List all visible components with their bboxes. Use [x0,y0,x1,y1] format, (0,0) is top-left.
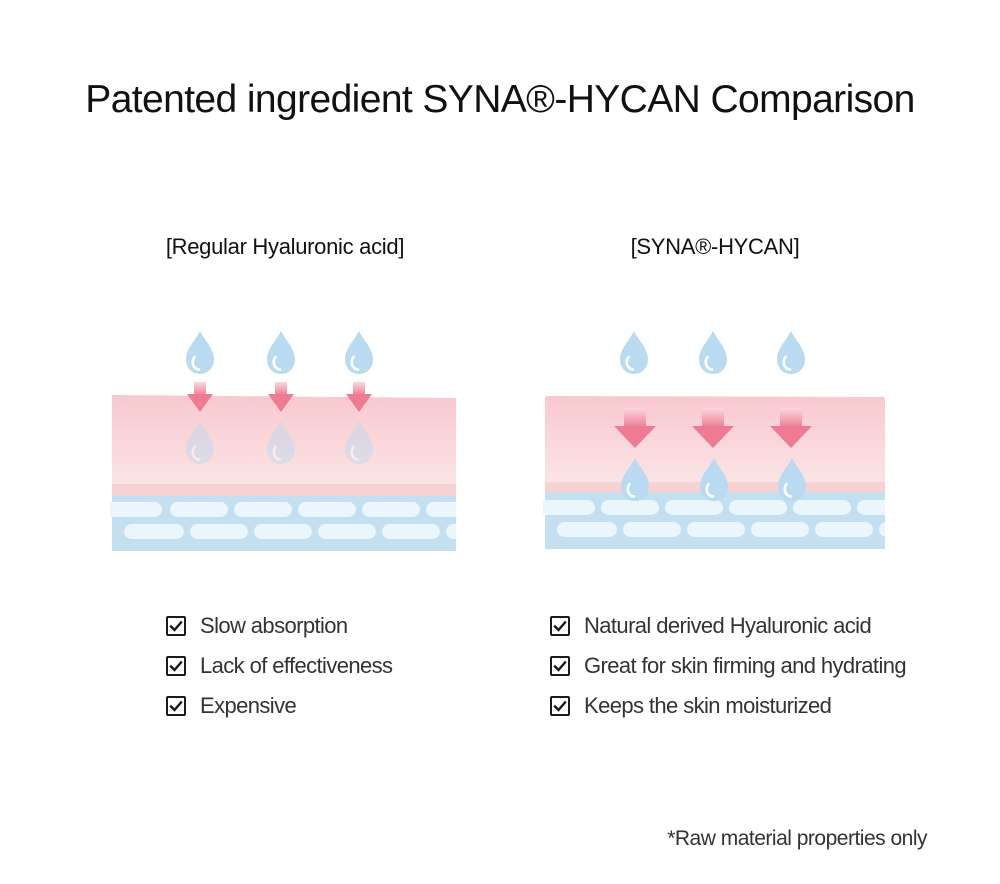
list-item: Lack of effectiveness [166,646,393,686]
checklist-item-text: Expensive [200,693,297,718]
regular-ha-checklist: Slow absorption Lack of effectiveness Ex… [166,606,393,726]
checklist-item-text: Slow absorption [200,613,348,638]
skin-boundary [112,484,456,496]
water-droplet-icon [343,329,375,375]
checkmark-icon [550,696,570,716]
synahycan-skin-illustration [543,329,893,555]
checklist-item-text: Great for skin firming and hydrating [584,653,907,678]
checkmark-icon [166,696,186,716]
list-item: Great for skin firming and hydrating [550,646,907,686]
arrow-down-icon [614,408,656,448]
list-item: Expensive [166,686,392,726]
checkmark-icon [550,616,570,636]
footnote: *Raw material properties only [667,827,927,850]
water-droplet-icon [618,329,650,375]
synahycan-checklist: Natural derived Hyaluronic acid Great fo… [550,606,907,726]
list-item: Slow absorption [166,606,392,646]
arrow-down-icon [346,382,372,412]
checklist-item-text: Keeps the skin moisturized [584,693,832,718]
regular-ha-skin-illustration [110,329,460,555]
checklist-item-text: Lack of effectiveness [200,653,393,678]
page-title: Patented ingredient SYNA®-HYCAN Comparis… [85,78,915,121]
regular-ha-heading: [Regular Hyaluronic acid] [165,234,405,259]
arrow-down-icon [692,408,734,448]
dermis-cells [543,500,893,537]
arrow-down-icon [187,382,213,412]
checkmark-icon [166,656,186,676]
water-droplet-icon [775,329,807,375]
checkmark-icon [166,616,186,636]
checkmark-icon [550,656,570,676]
dermis-cells [110,502,460,539]
checklist-item-text: Natural derived Hyaluronic acid [584,613,872,638]
water-droplet-icon [697,329,729,375]
synahycan-heading: [SYNA®-HYCAN] [630,234,800,259]
list-item: Natural derived Hyaluronic acid [550,606,906,646]
water-droplet-icon [184,329,216,375]
arrow-down-icon [770,408,812,448]
water-droplet-icon [265,329,297,375]
arrow-down-icon [268,382,294,412]
list-item: Keeps the skin moisturized [550,686,906,726]
